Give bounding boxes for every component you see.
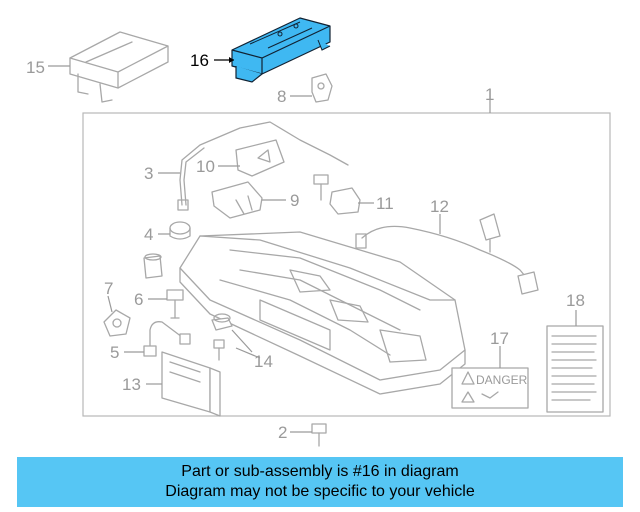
part-12-shape [355,213,539,295]
label-14: 14 [254,352,273,371]
label-4: 4 [144,225,153,244]
part-10-shape [235,139,285,177]
label-15: 15 [26,58,45,77]
part-17-shape: DANGER [451,367,529,409]
label-9: 9 [290,191,299,210]
battery-tray-shape [179,231,466,395]
label-12: 12 [430,197,449,216]
banner-line-2: Diagram may not be specific to your vehi… [165,483,475,500]
danger-label-text: DANGER [476,373,528,387]
info-banner: Part or sub-assembly is #16 in diagram D… [17,457,623,507]
banner-line-1: Part or sub-assembly is #16 in diagram [181,463,459,480]
part-15-shape [69,31,169,103]
label-18: 18 [566,291,585,310]
part-5-shape [143,321,191,357]
label-13: 13 [122,375,141,394]
label-8: 8 [277,87,286,106]
part-16-shape [231,17,331,83]
label-17: 17 [490,329,509,348]
part-4-shape [169,221,191,240]
parts-diagram: DANGER 15 16 8 1 3 10 [26,17,611,447]
part-6-shape [166,289,184,319]
leader-lines [48,57,577,433]
part-14-shape [211,313,233,361]
label-1: 1 [485,85,494,104]
part-13-shape [161,351,221,417]
part-18-shape [546,325,604,413]
label-2: 2 [278,423,287,442]
label-10: 10 [196,157,215,176]
label-5: 5 [110,343,119,362]
part-3-shape [177,121,349,211]
bolt-shape [313,174,329,201]
part-9-shape [211,181,263,219]
part-7-shape [103,309,131,337]
label-3: 3 [144,164,153,183]
part-2-shape [311,423,327,447]
label-11: 11 [376,194,394,213]
grommet-shape [143,253,163,279]
label-7: 7 [104,279,113,298]
label-6: 6 [134,290,143,309]
label-16: 16 [190,51,209,70]
part-11-shape [329,187,361,215]
assembly-frame [82,112,611,417]
part-8-shape [311,73,333,103]
